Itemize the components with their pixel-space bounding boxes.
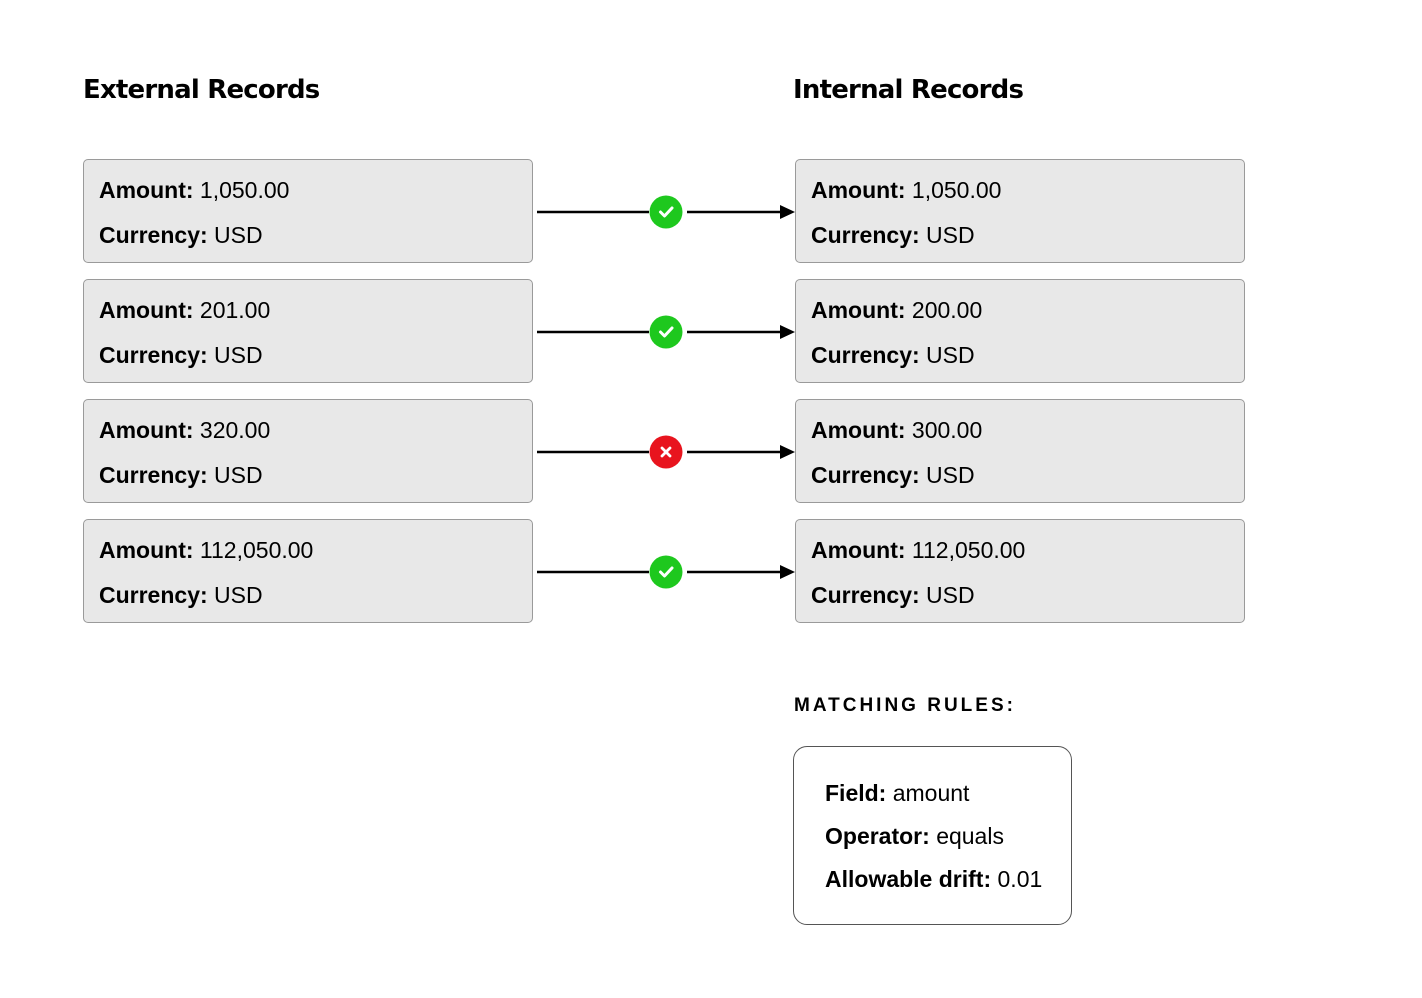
amount-label: Amount: — [811, 537, 906, 563]
currency-line: Currency: USD — [99, 461, 263, 489]
currency-line: Currency: USD — [811, 461, 975, 489]
amount-value: 1,050.00 — [911, 177, 1002, 203]
amount-value: 112,050.00 — [199, 537, 314, 563]
arrowhead-icon — [780, 565, 795, 579]
rule-operator-line: Operator: equals — [825, 822, 1004, 850]
amount-line: Amount: 112,050.00 — [811, 536, 1025, 564]
amount-line: Amount: 200.00 — [811, 296, 982, 324]
external-record-card: Amount: 1,050.00 Currency: USD — [83, 159, 533, 263]
rule-drift-label: Allowable drift: — [825, 866, 992, 892]
currency-value: USD — [926, 462, 975, 488]
amount-value: 201.00 — [199, 297, 271, 323]
amount-value: 200.00 — [911, 297, 983, 323]
amount-line: Amount: 201.00 — [99, 296, 270, 324]
currency-value: USD — [926, 342, 975, 368]
rule-operator-label: Operator: — [825, 823, 930, 849]
arrowhead-icon — [780, 205, 795, 219]
currency-label: Currency: — [99, 582, 208, 608]
currency-line: Currency: USD — [99, 341, 263, 369]
rule-operator-value: equals — [936, 823, 1004, 849]
x-circle-icon — [649, 435, 683, 469]
amount-label: Amount: — [811, 177, 906, 203]
currency-value: USD — [214, 222, 263, 248]
internal-record-card: Amount: 300.00 Currency: USD — [795, 399, 1245, 503]
currency-line: Currency: USD — [811, 341, 975, 369]
match-connector — [537, 552, 795, 592]
currency-value: USD — [926, 582, 975, 608]
currency-value: USD — [214, 342, 263, 368]
amount-value: 1,050.00 — [199, 177, 290, 203]
rule-drift-value: 0.01 — [997, 866, 1043, 892]
external-record-card: Amount: 201.00 Currency: USD — [83, 279, 533, 383]
rule-drift-line: Allowable drift: 0.01 — [825, 865, 1042, 893]
currency-label: Currency: — [811, 222, 920, 248]
currency-label: Currency: — [811, 582, 920, 608]
currency-line: Currency: USD — [811, 581, 975, 609]
amount-line: Amount: 112,050.00 — [99, 536, 313, 564]
mismatch-connector — [537, 432, 795, 472]
matching-rules-box: Field: amount Operator: equals Allowable… — [793, 746, 1072, 925]
amount-label: Amount: — [99, 417, 194, 443]
external-record-card: Amount: 112,050.00 Currency: USD — [83, 519, 533, 623]
currency-label: Currency: — [99, 222, 208, 248]
amount-value: 320.00 — [199, 417, 271, 443]
currency-label: Currency: — [99, 462, 208, 488]
currency-label: Currency: — [99, 342, 208, 368]
currency-line: Currency: USD — [99, 221, 263, 249]
amount-value: 300.00 — [911, 417, 983, 443]
currency-value: USD — [214, 582, 263, 608]
match-connector — [537, 312, 795, 352]
currency-label: Currency: — [811, 462, 920, 488]
internal-record-card: Amount: 200.00 Currency: USD — [795, 279, 1245, 383]
external-record-card: Amount: 320.00 Currency: USD — [83, 399, 533, 503]
matching-rules-heading: MATCHING RULES: — [794, 695, 1016, 716]
rule-field-line: Field: amount — [825, 779, 969, 807]
currency-value: USD — [214, 462, 263, 488]
arrowhead-icon — [780, 325, 795, 339]
amount-line: Amount: 1,050.00 — [99, 176, 289, 204]
amount-value: 112,050.00 — [911, 537, 1026, 563]
amount-line: Amount: 300.00 — [811, 416, 982, 444]
currency-line: Currency: USD — [811, 221, 975, 249]
external-records-heading: External Records — [83, 75, 320, 105]
amount-label: Amount: — [99, 537, 194, 563]
check-circle-icon — [649, 555, 683, 589]
amount-line: Amount: 1,050.00 — [811, 176, 1001, 204]
amount-label: Amount: — [811, 297, 906, 323]
arrowhead-icon — [780, 445, 795, 459]
internal-record-card: Amount: 112,050.00 Currency: USD — [795, 519, 1245, 623]
currency-value: USD — [926, 222, 975, 248]
match-connector — [537, 192, 795, 232]
rule-field-label: Field: — [825, 780, 887, 806]
rule-field-value: amount — [892, 780, 970, 806]
check-circle-icon — [649, 315, 683, 349]
currency-line: Currency: USD — [99, 581, 263, 609]
amount-line: Amount: 320.00 — [99, 416, 270, 444]
amount-label: Amount: — [99, 177, 194, 203]
check-circle-icon — [649, 195, 683, 229]
internal-records-heading: Internal Records — [793, 75, 1024, 105]
amount-label: Amount: — [811, 417, 906, 443]
internal-record-card: Amount: 1,050.00 Currency: USD — [795, 159, 1245, 263]
amount-label: Amount: — [99, 297, 194, 323]
currency-label: Currency: — [811, 342, 920, 368]
